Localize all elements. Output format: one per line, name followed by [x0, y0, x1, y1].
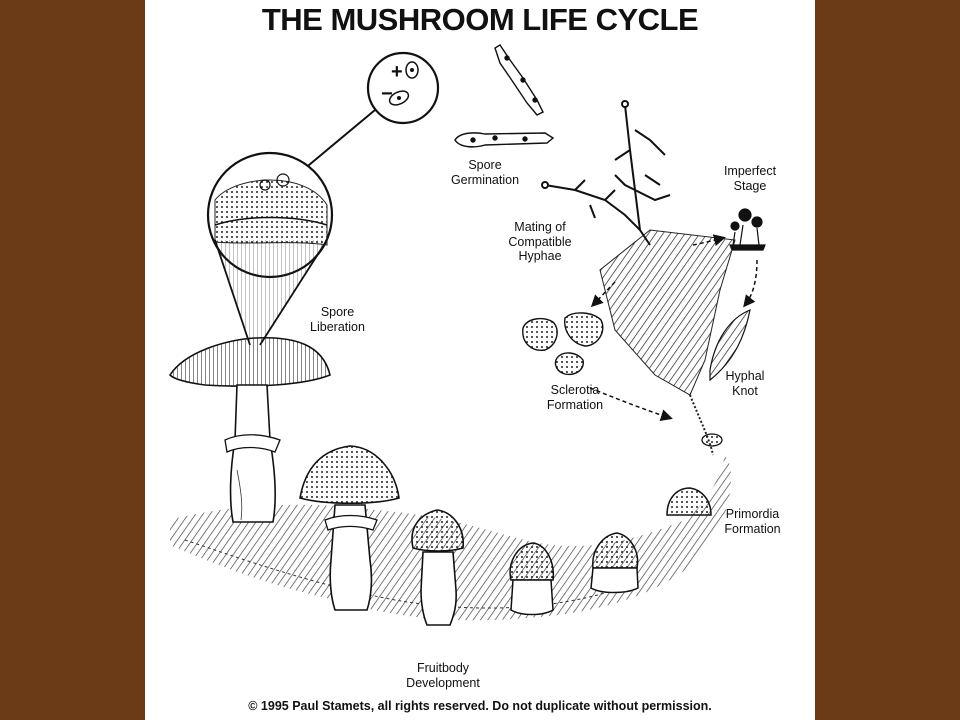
arrow-imperfect-to-knot — [743, 259, 758, 308]
label-hyphal-knot: Hyphal Knot — [725, 369, 765, 398]
diagram-title: THE MUSHROOM LIFE CYCLE — [261, 2, 699, 37]
spore-germination-drawing — [454, 44, 555, 148]
gill-magnification — [206, 151, 334, 346]
mature-mushroom — [168, 336, 331, 523]
life-cycle-illustration: + − — [168, 44, 766, 626]
arrow-to-sclerotia — [590, 281, 616, 308]
primordia-small — [509, 433, 723, 616]
label-fruitbody-development: Fruitbody Development — [406, 661, 480, 690]
plus-sign: + — [391, 61, 403, 83]
young-mushroom-bell — [299, 445, 400, 611]
cycle-arrows — [589, 234, 758, 421]
copyright-notice: © 1995 Paul Stamets, all rights reserved… — [248, 699, 712, 713]
mycelium-fan — [599, 229, 736, 456]
label-spore-liberation: Spore Liberation — [310, 305, 365, 334]
hyphal-knot-drawing — [709, 309, 751, 382]
label-primordia-formation: Primordia Formation — [724, 507, 781, 536]
hyphae-network — [541, 100, 671, 246]
sclerotia-drawing — [522, 312, 604, 376]
arrow-to-imperfect — [692, 234, 726, 247]
label-mating-of-compatible-hyphae: Mating of Compatible Hyphae — [508, 220, 572, 263]
imperfect-stage-drawing — [729, 208, 766, 251]
minus-sign: − — [381, 83, 393, 105]
diagram-panel: + − — [145, 0, 815, 720]
arrow-sclerotia-to-primordia — [589, 387, 673, 421]
label-imperfect-stage: Imperfect Stage — [723, 164, 777, 193]
label-spore-germination: Spore Germination — [450, 158, 520, 187]
button-mushroom — [411, 509, 464, 626]
label-sclerotia-formation: Sclerotia Formation — [546, 383, 604, 412]
